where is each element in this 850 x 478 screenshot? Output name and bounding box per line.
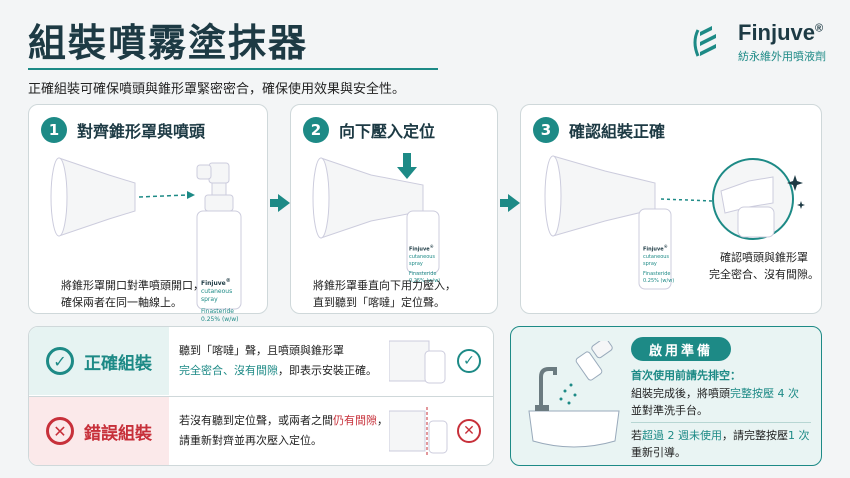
page-title: 組裝噴霧塗抹器 — [28, 21, 309, 65]
wrong-line2: 請重新對齊並再次壓入定位。 — [179, 434, 322, 447]
correct-row: ✓ 正確組裝 聽到「喀噠」聲，且噴頭與錐形罩 完全密合、沒有間隙，即表示安裝正確… — [29, 327, 493, 395]
priming-text-4: 重新引導。 — [631, 446, 686, 459]
cross-icon: ✕ — [46, 417, 74, 445]
step-1-title: 對齊錐形罩與噴頭 — [77, 122, 206, 141]
assembly-check-card: ✓ 正確組裝 聽到「喀噠」聲，且噴頭與錐形罩 完全密合、沒有間隙，即表示安裝正確… — [28, 326, 494, 466]
priming-title: 啟用準備 — [631, 337, 731, 361]
brand-reg-mark: ® — [815, 22, 824, 35]
step-2-illustration — [312, 153, 440, 273]
step-1-illustration — [50, 157, 242, 310]
brand-logo: Finjuve® 紡永維外用噴液劑 — [690, 20, 826, 64]
page-subtitle: 正確組裝可確保噴頭與錐形罩緊密密合，確保使用效果與安全性。 — [28, 82, 406, 97]
correct-line2: ，即表示安裝正確。 — [278, 364, 377, 377]
correct-label: 正確組裝 — [84, 353, 152, 374]
correct-illustration — [389, 340, 446, 384]
priming-text-1: 組裝完成後，將噴頭 — [631, 387, 730, 400]
correct-line1: 聽到「喀噠」聲，且噴頭與錐形罩 — [179, 344, 344, 357]
step-1-caption-line1: 將錐形罩開口對準噴頭開口， — [61, 279, 204, 292]
step-1-card: 1 對齊錐形罩與噴頭 Finjuve® cutaneous spray Finas… — [28, 104, 268, 323]
wrong-row: ✕ 錯誤組裝 若沒有聽到定位聲，或兩者之間仍有間隙， 請重新對齊並再次壓入定位。… — [29, 397, 493, 465]
wrong-line1: 若沒有聽到定位聲，或兩者之間 — [179, 414, 333, 427]
priming-highlight-3: 1 次 — [788, 429, 810, 442]
step-1-bottle-label: Finjuve® cutaneous spray Finasteride 0.2… — [201, 278, 239, 323]
priming-card: 啟用準備 首次使用前請先排空： 組裝完成後，將噴頭完整按壓 4 次 並對準洗手台… — [510, 326, 822, 466]
priming-highlight-2: 超過 2 週未使用 — [642, 429, 722, 442]
step-3-caption-line2: 完全密合、沒有間隙。 — [709, 268, 819, 281]
next-arrow-1 — [270, 194, 290, 212]
check-icon-right: ✓ — [457, 349, 481, 373]
step-2-bottle-label: Finjuve® cutaneous spray Finasteride 0.2… — [409, 244, 441, 284]
wrong-label: 錯誤組裝 — [84, 423, 152, 444]
step-3-illustration — [544, 155, 805, 290]
step-2-title: 向下壓入定位 — [339, 122, 436, 141]
step-2-caption-line1: 將錐形罩垂直向下用力壓入， — [313, 279, 456, 292]
wrong-highlight: 仍有間隙 — [333, 414, 377, 427]
step-1-number: 1 — [41, 117, 67, 143]
step-2-card: 2 向下壓入定位 Finjuve® cutaneous spray Finaste… — [290, 104, 498, 314]
priming-heading: 首次使用前請先排空： — [631, 369, 741, 382]
finjuve-logo-icon — [693, 26, 716, 57]
correct-highlight: 完全密合、沒有間隙 — [179, 364, 278, 377]
step-1-caption-line2: 確保兩者在同一軸線上。 — [61, 296, 182, 309]
step-2-number: 2 — [303, 117, 329, 143]
step-2-caption-line2: 直到聽到「喀噠」定位聲。 — [313, 296, 445, 309]
row-divider — [29, 396, 493, 397]
step-3-card: 3 確認組裝正確 Finjuve® cutaneous spray Finaste… — [520, 104, 822, 314]
step-3-number: 3 — [533, 117, 559, 143]
priming-divider — [631, 422, 811, 423]
step-3-bottle-label: Finjuve® cutaneous spray Finasteride 0.2… — [643, 244, 675, 284]
step-3-caption-line1: 確認噴頭與錐形罩 — [720, 251, 808, 264]
priming-text-2: 並對準洗手台。 — [631, 404, 708, 417]
next-arrow-2 — [500, 194, 520, 212]
priming-highlight-1: 完整按壓 4 次 — [730, 387, 799, 400]
cross-icon-right: ✕ — [457, 419, 481, 443]
title-underline — [28, 68, 438, 70]
check-icon: ✓ — [46, 347, 74, 375]
brand-name: Finjuve — [738, 20, 816, 45]
wrong-illustration — [389, 407, 448, 457]
sink-illustration — [528, 341, 620, 448]
brand-subtitle: 紡永維外用噴液劑 — [738, 50, 826, 63]
step-3-title: 確認組裝正確 — [569, 122, 666, 141]
